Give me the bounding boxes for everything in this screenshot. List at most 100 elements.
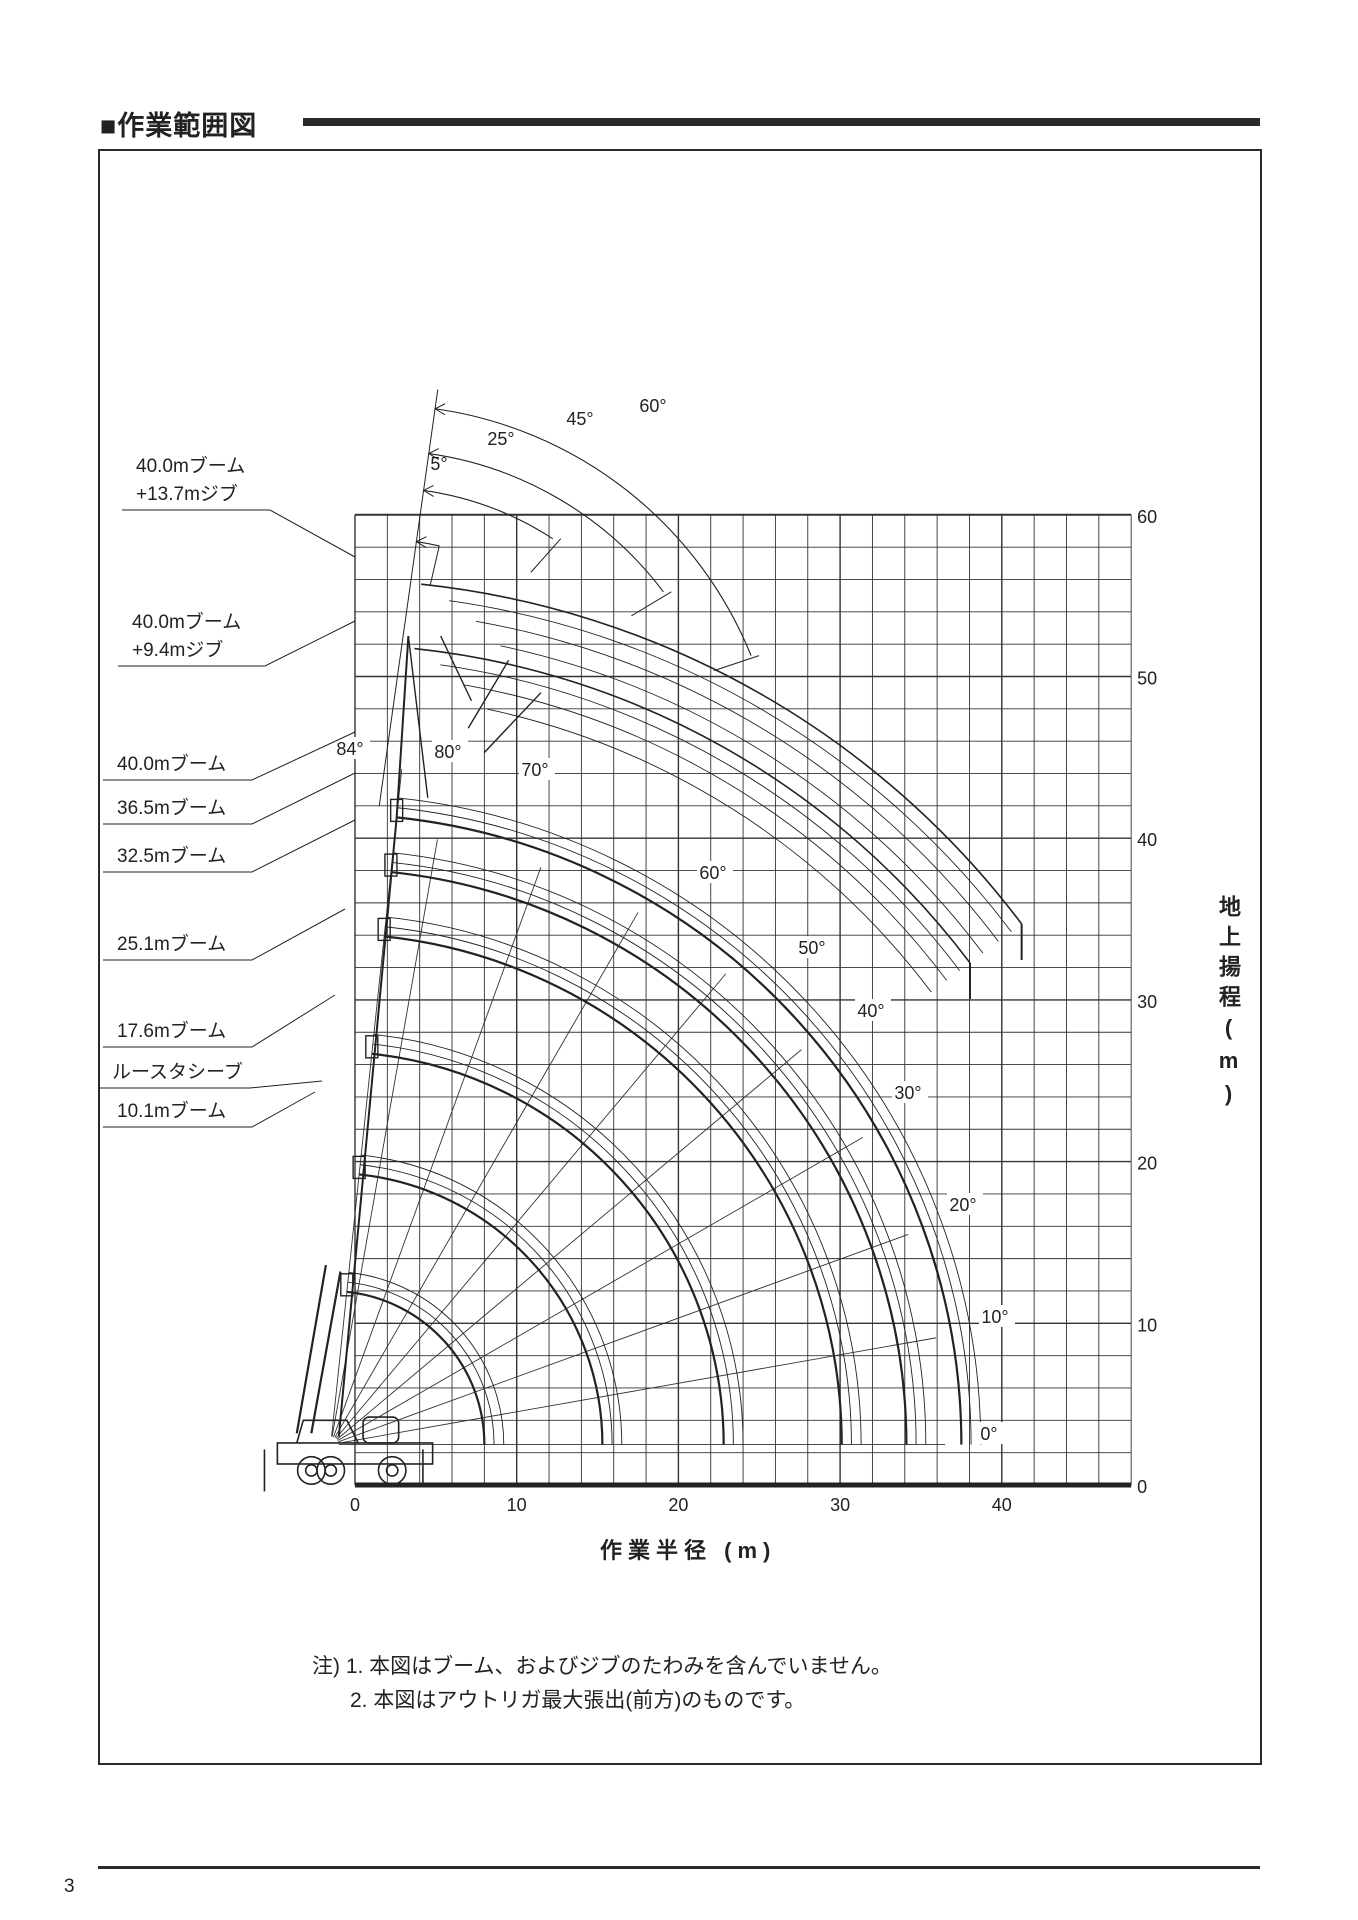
leader-line	[103, 1091, 316, 1128]
sheave-envelope-arc	[361, 1154, 623, 1445]
base-boom-icon	[310, 1271, 342, 1434]
footer-rule	[98, 1866, 1260, 1869]
boom-angle-line	[337, 1136, 864, 1441]
jib-envelope-arc	[440, 664, 961, 971]
wheel-hub-icon	[324, 1463, 338, 1477]
grid	[354, 514, 1132, 1486]
wheel-hub-icon	[385, 1463, 399, 1477]
boom-angle-label: 80°	[434, 742, 461, 762]
boom-label: 17.6mブーム	[117, 1019, 226, 1042]
base-boom-icon	[295, 1264, 327, 1434]
jib-offset-label: 60°	[639, 396, 666, 416]
boom-angle-label: 10°	[981, 1307, 1008, 1327]
boom-angle-label: 0°	[980, 1424, 997, 1444]
sheave-envelope-arc	[386, 916, 862, 1445]
leader-line	[103, 772, 356, 825]
boom-angle-label: 70°	[521, 760, 548, 780]
jib-offset-line	[713, 655, 760, 672]
boom-angle-line	[335, 973, 727, 1439]
boom-envelope-arc-outer	[397, 807, 972, 1445]
jib-offset-arc	[428, 453, 664, 593]
jib-offset-label: 45°	[566, 409, 593, 429]
boom-angle-line	[331, 839, 438, 1437]
sheave-envelope-arc	[392, 852, 927, 1445]
jib-offset-arc	[423, 489, 554, 540]
page-title: ■作業範囲図	[100, 111, 258, 141]
boom-envelope-arc-outer	[372, 1043, 734, 1445]
boom-icon	[337, 817, 398, 1437]
jib-offset-icon	[467, 659, 510, 729]
jib-envelope-arc	[475, 620, 999, 942]
jib-offset-label: 5°	[430, 454, 447, 474]
boom-angle-label: 50°	[798, 938, 825, 958]
boom-envelope-arc-outer	[385, 926, 852, 1445]
leader-line	[103, 731, 356, 781]
truck-cab	[362, 1416, 400, 1444]
boom-label: 32.5mブーム	[117, 844, 226, 867]
label-bg	[973, 1422, 1009, 1444]
jib-offset-label: 25°	[487, 429, 514, 449]
boom-label: 25.1mブーム	[117, 932, 226, 955]
boom-label: 40.0mブーム	[117, 752, 226, 775]
x-axis-label: 作業半径 (m)	[600, 1538, 777, 1563]
sheave-envelope-arc	[398, 797, 982, 1445]
y-tick-label: 60	[1137, 507, 1157, 527]
boom-envelope-arc-outer	[347, 1281, 495, 1445]
wheel-icon	[316, 1455, 346, 1485]
label-bg	[519, 758, 555, 780]
jib-reference-line	[378, 389, 439, 806]
jib-offset-icon	[483, 692, 542, 753]
label-bg	[796, 936, 832, 958]
jib-offset-line	[530, 538, 562, 573]
jib-13-7-label: +13.7mジブ	[136, 482, 238, 505]
jib-icon	[407, 635, 429, 798]
boom-label: 36.5mブーム	[117, 796, 226, 819]
boom-angle-line	[336, 1049, 802, 1440]
boom-angle-label: 60°	[699, 863, 726, 883]
y-tick-label: 20	[1137, 1154, 1157, 1174]
leader-line	[118, 620, 356, 667]
y-tick-label: 0	[1137, 1477, 1147, 1497]
label-bg	[432, 740, 468, 762]
label-bg	[947, 1193, 983, 1215]
sheave-envelope-arc	[373, 1034, 744, 1445]
boom-envelope-arc	[396, 816, 963, 1445]
sheave-envelope-arc	[348, 1272, 505, 1445]
y-tick-label: 50	[1137, 669, 1157, 689]
wheel-hub-icon	[304, 1463, 318, 1477]
x-tick-label: 30	[830, 1495, 850, 1515]
label-bg	[334, 737, 370, 759]
jib-offset-line	[429, 545, 440, 585]
label-bg	[697, 861, 733, 883]
boom-envelope-arc	[346, 1290, 486, 1445]
leader-line	[98, 1080, 323, 1089]
leader-line	[103, 994, 336, 1048]
x-tick-label: 10	[507, 1495, 527, 1515]
x-tick-label: 20	[668, 1495, 688, 1515]
wheel-icon	[377, 1455, 407, 1485]
boom-envelope-arc	[390, 870, 908, 1445]
jib-9-4-label: 40.0mブーム	[132, 610, 241, 633]
y-tick-label: 40	[1137, 830, 1157, 850]
boom-angle-label: 84°	[336, 739, 363, 759]
jib-13-7-label: 40.0mブーム	[136, 454, 245, 477]
boom-angle-label: 20°	[949, 1195, 976, 1215]
boom-envelope-arc-outer	[391, 861, 917, 1445]
hook-block-icon	[365, 1035, 379, 1059]
boom-angle-label: 40°	[857, 1001, 884, 1021]
jib-envelope-arc	[449, 600, 1012, 933]
leader-line	[122, 509, 356, 558]
arrow-icon	[434, 403, 446, 416]
boom-envelope-arc-outer	[360, 1164, 613, 1445]
boom-angle-line	[338, 1337, 936, 1444]
boom-angle-line	[333, 867, 542, 1438]
boom-angle-label: 30°	[894, 1083, 921, 1103]
y-axis-label: 地上揚程(m)	[1216, 895, 1241, 1114]
boom-label: 10.1mブーム	[117, 1099, 226, 1122]
jib-icon	[395, 636, 410, 818]
diagram-frame	[98, 149, 1262, 1765]
arrow-icon	[415, 536, 427, 549]
boom-envelope-arc	[384, 935, 843, 1445]
arrow-icon	[422, 484, 434, 497]
